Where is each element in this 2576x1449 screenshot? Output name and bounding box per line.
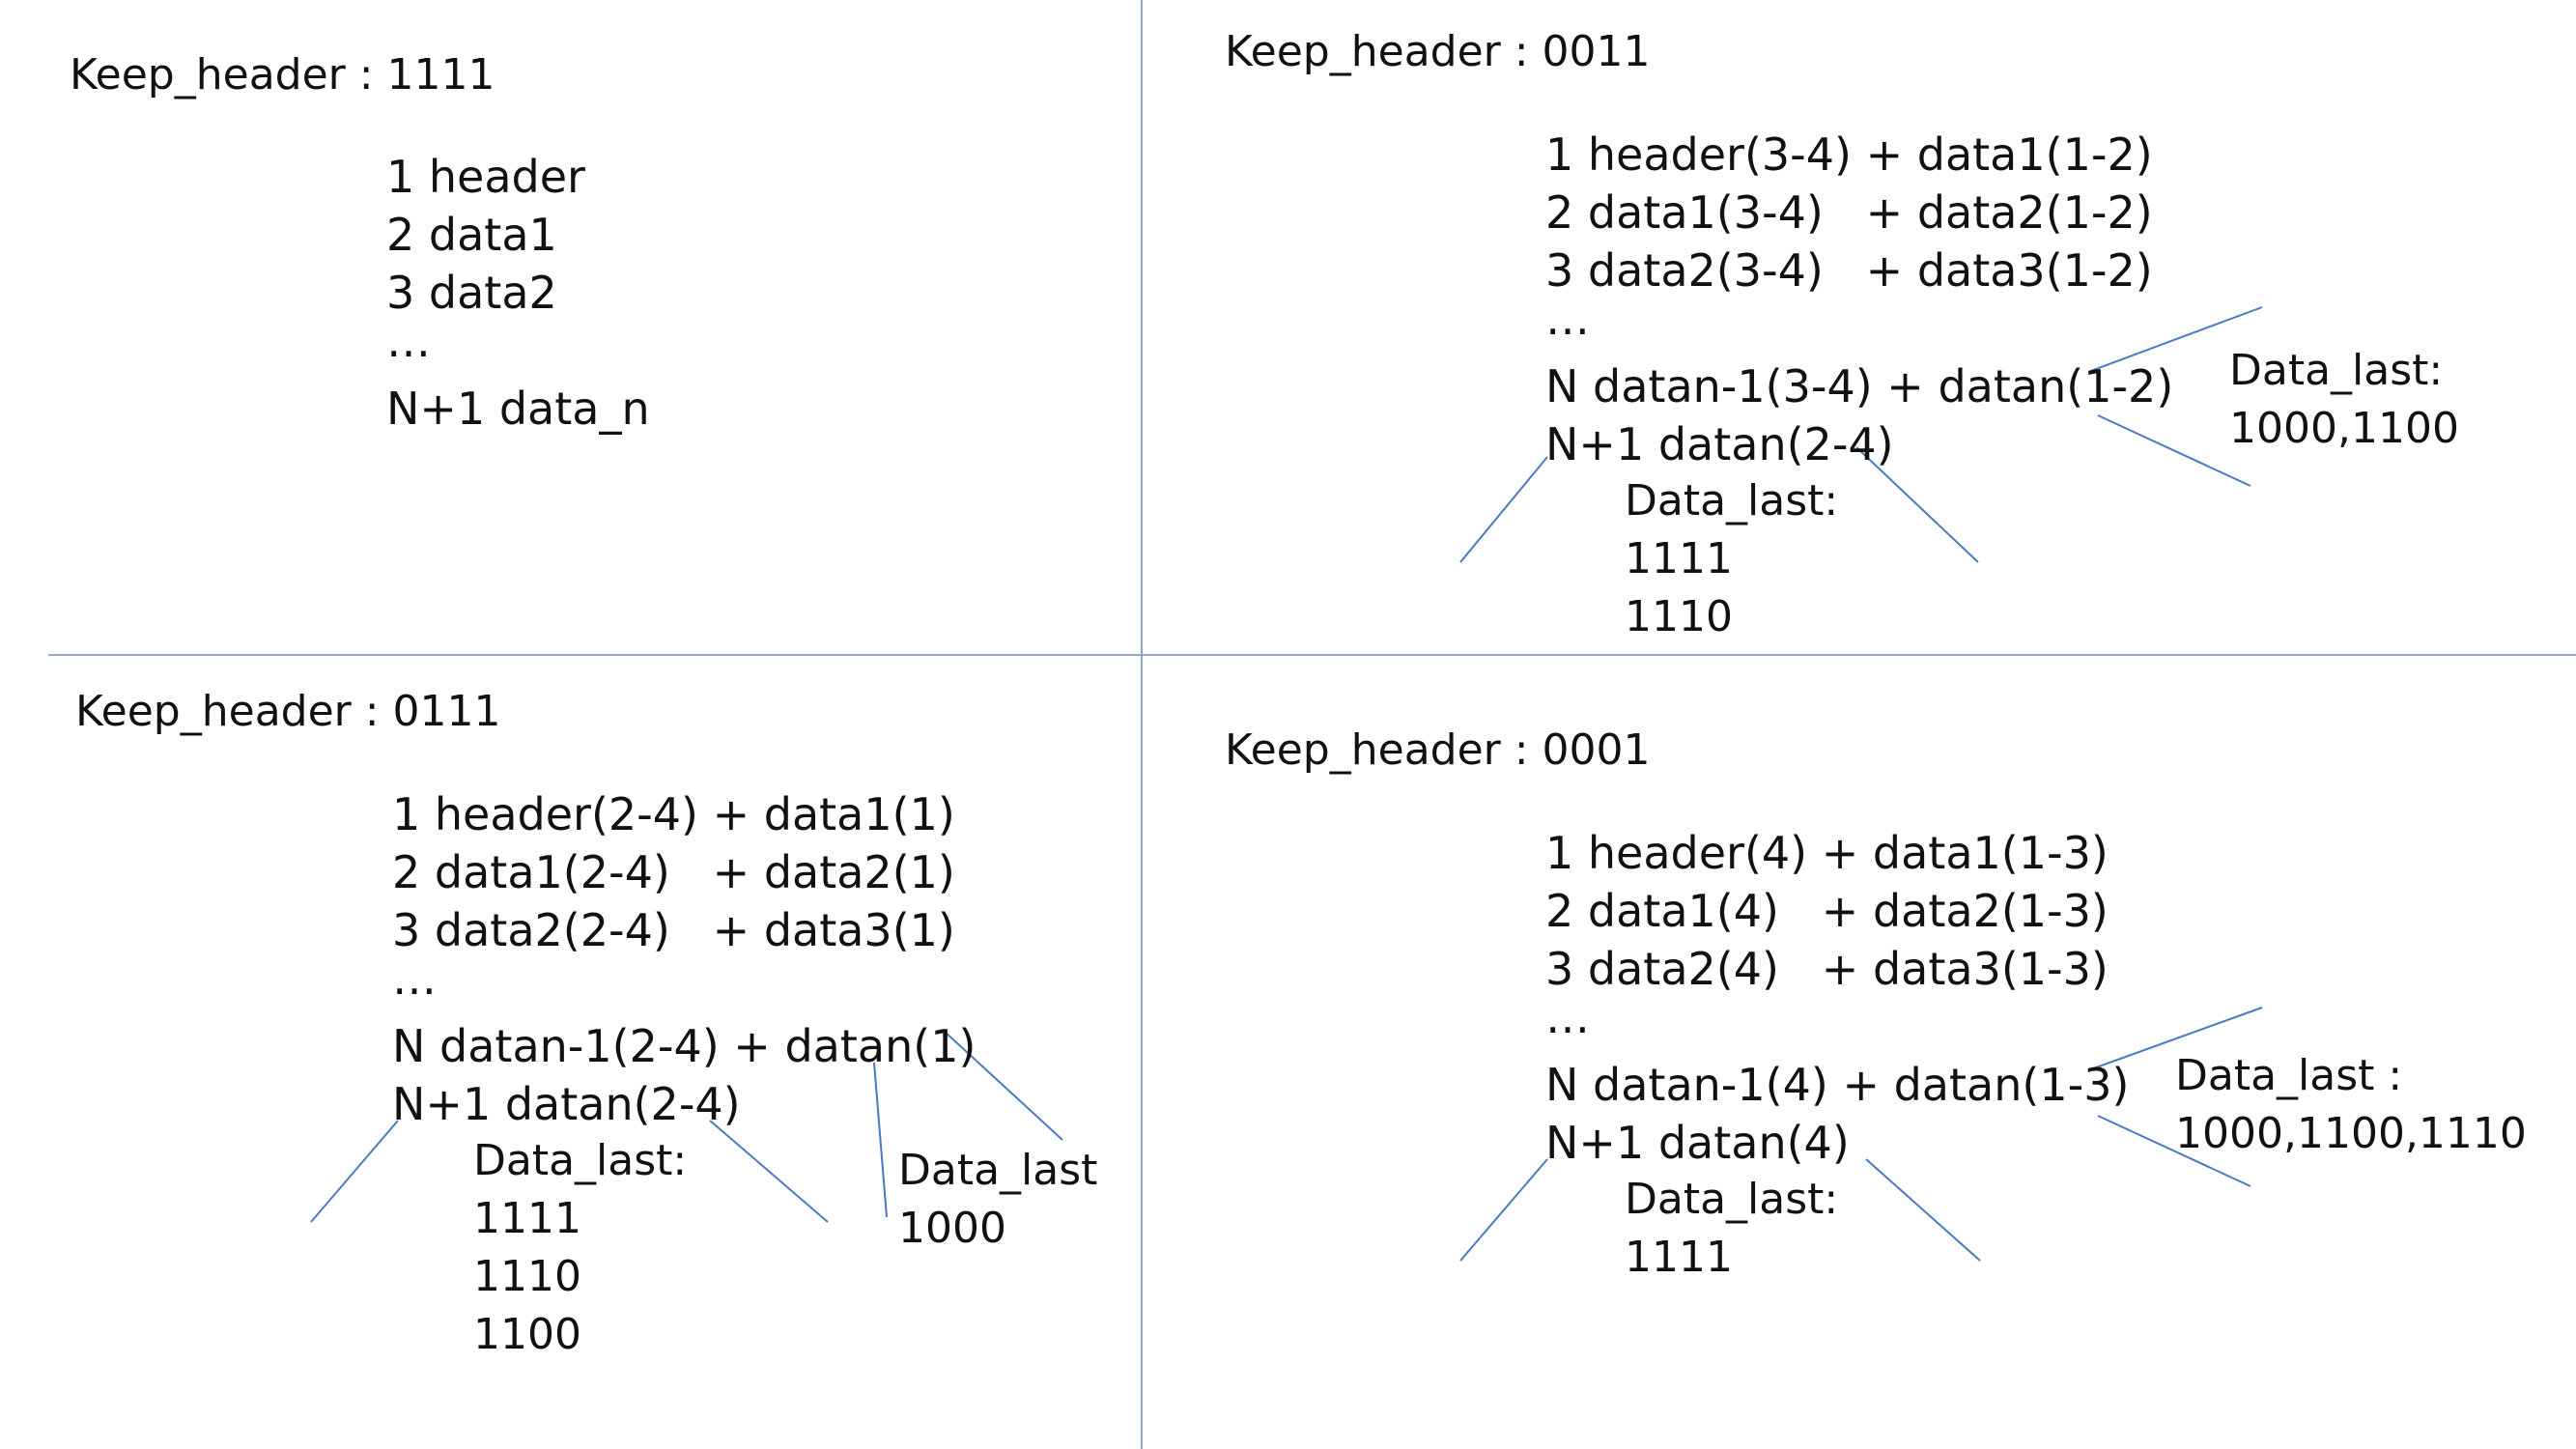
connector-line	[709, 1120, 829, 1223]
sequence-line: N+1 datan(2-4)	[392, 1078, 741, 1130]
quadrant-title: Keep_header : 0111	[75, 687, 501, 736]
sequence-line: 1 header(4) + data1(1-3)	[1545, 827, 2109, 879]
sequence-line: 3 data2	[386, 267, 557, 319]
ellipsis-line: …	[392, 952, 437, 1005]
connector-line	[2097, 1115, 2251, 1187]
sequence-line: N+1 datan(2-4)	[1545, 418, 1894, 470]
quadrant-title: Keep_header : 0001	[1225, 725, 1651, 775]
sequence-line: 1 header(2-4) + data1(1)	[392, 788, 955, 840]
data-last-label: Data_last:	[2229, 346, 2444, 395]
data-last-value: 1000	[898, 1204, 1006, 1253]
sequence-line: 2 data1(2-4) + data2(1)	[392, 846, 955, 898]
connector-line	[873, 1062, 888, 1218]
data-last-label: Data_last :	[2175, 1051, 2403, 1100]
data-last-label: Data_last:	[1625, 476, 1839, 526]
data-last-value: 1111	[1625, 1233, 1733, 1282]
data-last-label: Data_last:	[473, 1136, 688, 1185]
connector-line	[944, 1031, 1063, 1141]
connector-line	[310, 1120, 399, 1223]
data-last-value: 1110	[1625, 592, 1733, 641]
sequence-line: 1 header	[386, 151, 585, 203]
sequence-line: N+1 data_n	[386, 383, 650, 435]
connector-line	[1865, 1158, 1981, 1262]
data-last-value: 1111	[1625, 534, 1733, 583]
connector-line	[1855, 446, 1979, 563]
sequence-line: 1 header(3-4) + data1(1-2)	[1545, 128, 2153, 181]
sequence-line: 3 data2(2-4) + data3(1)	[392, 904, 955, 956]
data-last-value: 1100	[473, 1310, 581, 1359]
ellipsis-line: …	[386, 315, 431, 367]
sequence-line: N+1 datan(4)	[1545, 1117, 1850, 1169]
ellipsis-line: …	[1545, 991, 1590, 1043]
quadrant-title: Keep_header : 0011	[1225, 27, 1651, 76]
data-last-value: 1000,1100,1110	[2175, 1109, 2527, 1158]
connector-line	[1459, 1158, 1548, 1262]
connector-line	[2087, 1007, 2263, 1071]
sequence-line: N datan-1(2-4) + datan(1)	[392, 1020, 977, 1072]
sequence-line: 2 data1	[386, 209, 557, 261]
connector-line	[2087, 306, 2263, 373]
sequence-line: 3 data2(4) + data3(1-3)	[1545, 943, 2109, 995]
data-last-label: Data_last:	[1625, 1175, 1839, 1224]
connector-line	[2097, 414, 2251, 487]
ellipsis-line: …	[1545, 293, 1590, 345]
data-last-value: 1111	[473, 1194, 581, 1243]
sequence-line: 2 data1(3-4) + data2(1-2)	[1545, 186, 2153, 239]
quadrant-title: Keep_header : 1111	[70, 50, 495, 99]
sequence-line: 3 data2(3-4) + data3(1-2)	[1545, 244, 2153, 297]
data-last-value: 1000,1100	[2229, 404, 2459, 453]
connector-line	[1459, 456, 1548, 563]
sequence-line: 2 data1(4) + data2(1-3)	[1545, 885, 2109, 937]
sequence-line: N datan-1(3-4) + datan(1-2)	[1545, 360, 2174, 412]
data-last-value: 1110	[473, 1252, 581, 1301]
data-last-label: Data_last	[898, 1146, 1098, 1195]
sequence-line: N datan-1(4) + datan(1-3)	[1545, 1059, 2130, 1111]
